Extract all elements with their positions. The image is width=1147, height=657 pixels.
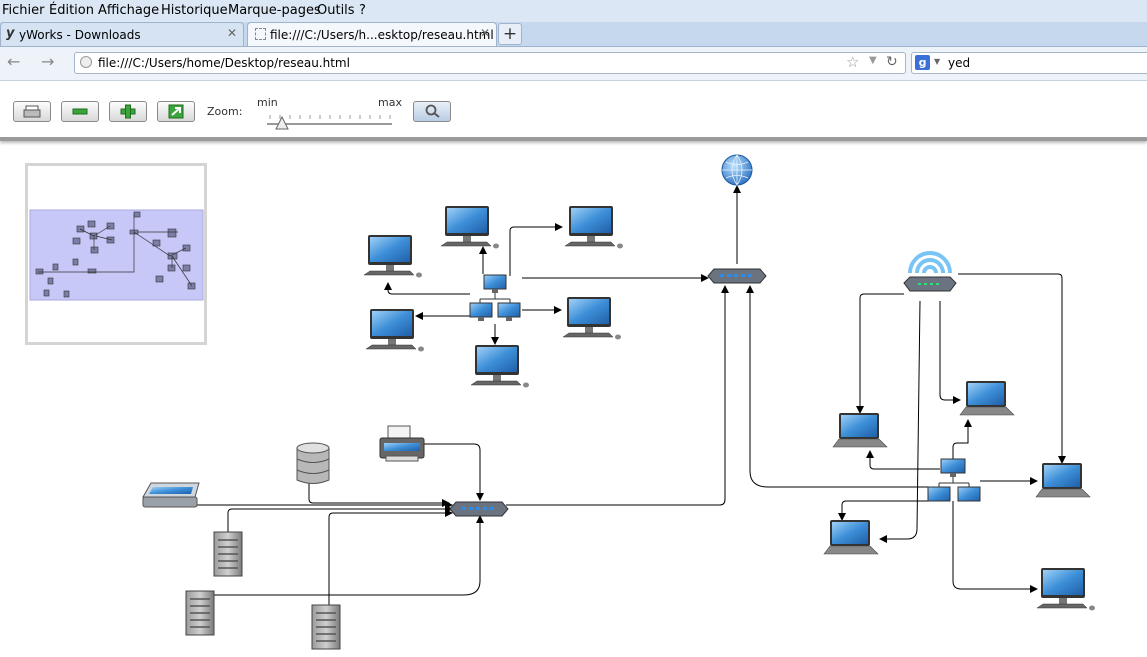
tab-label: yWorks - Downloads [19, 28, 141, 42]
edge-wifi-laptop4 [879, 300, 921, 543]
zoom-ticks [269, 115, 391, 119]
internet-globe-icon[interactable] [721, 154, 753, 186]
zoom-slider[interactable] [262, 111, 397, 133]
edge-srv3-switch [328, 509, 453, 607]
print-button[interactable] [13, 101, 51, 122]
zoom-label: Zoom: [207, 105, 243, 118]
engine-dropdown-icon[interactable]: ▼ [934, 57, 941, 66]
new-tab-button[interactable]: + [498, 23, 522, 45]
laptop-4[interactable] [823, 520, 879, 555]
tab-bar: y yWorks - Downloads ✕ file:///C:/Users/… [0, 22, 1147, 47]
desktop-pc4[interactable] [365, 309, 424, 352]
server-group [185, 531, 341, 650]
server-3[interactable] [311, 604, 341, 650]
main-switch-icon[interactable] [707, 268, 767, 284]
edge-wlan-router [746, 285, 930, 488]
zoom-out-icon [72, 108, 88, 115]
zoom-min-label: min [257, 96, 278, 109]
page-icon [255, 28, 266, 40]
desktop-pc5[interactable] [562, 297, 621, 340]
menu-edition[interactable]: Édition [49, 3, 94, 18]
edge-printer-switch [406, 443, 484, 501]
diagram-edges [197, 185, 1066, 607]
database-icon[interactable] [296, 442, 330, 484]
dropdown-icon[interactable]: ▼ [869, 55, 877, 66]
edge-wlan-laptop4 [838, 500, 930, 521]
wlan-hub-icon[interactable] [927, 458, 981, 502]
desktop-pc6[interactable] [470, 345, 529, 388]
zoom-in-icon [120, 104, 136, 119]
search-button[interactable] [413, 101, 451, 122]
menu-marque-pages[interactable]: Marque-pages [228, 3, 321, 18]
bookmark-star-icon[interactable]: ☆ [846, 53, 860, 71]
menu-historique[interactable]: Historique [161, 3, 228, 18]
close-icon[interactable]: ✕ [226, 26, 237, 40]
forward-icon[interactable]: → [41, 52, 55, 71]
desktop-group [363, 206, 1095, 611]
tab-label: file:///C:/Users/h...esktop/reseau.html [270, 28, 494, 42]
laptop-3[interactable] [1035, 463, 1091, 498]
zoom-in-button[interactable] [109, 101, 147, 122]
overview-panel[interactable] [25, 163, 207, 345]
edge-wifi-laptop2 [939, 301, 961, 404]
google-icon[interactable]: g [915, 55, 930, 70]
zoom-out-button[interactable] [61, 101, 99, 122]
desktop-pc2[interactable] [564, 206, 623, 249]
edge-wlan-pc7 [952, 501, 1038, 593]
menu-fichier[interactable]: Fichier [2, 3, 45, 18]
desktop-pc3[interactable] [363, 235, 422, 278]
diagram-toolbar: Zoom: min max [0, 81, 1147, 141]
globe-icon [80, 56, 92, 68]
edge-lan-pc3 [384, 282, 470, 295]
edge-wlan-laptop1 [866, 450, 940, 470]
tab-reseau[interactable]: file:///C:/Users/h...esktop/reseau.html … [247, 22, 497, 46]
laptop-2[interactable] [959, 381, 1015, 416]
edge-wlan-laptop2 [952, 419, 972, 461]
laptop-1[interactable] [832, 413, 888, 448]
menu-bar: Fichier Édition Affichage Historique Mar… [0, 0, 1147, 22]
overview-minimap [29, 209, 204, 301]
navigation-bar: ← → file:///C:/Users/home/Desktop/reseau… [0, 47, 1147, 81]
edge-db-switch [308, 481, 450, 507]
desktop-pc1[interactable] [440, 206, 499, 249]
tab-yworks[interactable]: y yWorks - Downloads ✕ [0, 22, 244, 46]
scanner-icon[interactable] [142, 482, 200, 508]
fit-content-icon [168, 104, 184, 119]
search-bar[interactable]: g ▼ yed [911, 52, 1147, 74]
close-icon[interactable]: ✕ [479, 26, 490, 40]
url-text[interactable]: file:///C:/Users/home/Desktop/reseau.htm… [98, 56, 350, 70]
zoom-max-label: max [378, 96, 402, 109]
edge-wifi-laptop3 [958, 273, 1066, 464]
wireless-router-icon[interactable] [903, 251, 957, 292]
url-bar[interactable]: file:///C:/Users/home/Desktop/reseau.htm… [74, 52, 906, 74]
zoom-slider-thumb[interactable] [275, 115, 289, 130]
yworks-icon: y [6, 26, 15, 41]
edge-wifi-laptop1 [856, 293, 904, 414]
edge-srv1-switch [227, 505, 453, 532]
server-1[interactable] [213, 531, 243, 577]
overview-edges [38, 214, 193, 287]
menu-affichage[interactable]: Affichage [98, 3, 160, 18]
server-2[interactable] [185, 590, 215, 636]
edge-srv2-switch [214, 515, 484, 596]
reload-icon[interactable]: ↻ [886, 54, 898, 70]
search-value[interactable]: yed [948, 56, 971, 70]
menu-outils[interactable]: Outils [317, 3, 355, 18]
network-diagram [142, 154, 1095, 650]
menu-help[interactable]: ? [359, 3, 366, 18]
edge-switch-router [506, 285, 729, 506]
fit-content-button[interactable] [157, 101, 195, 122]
desktop-pc7[interactable] [1036, 568, 1095, 611]
printer-icon[interactable] [379, 425, 425, 462]
edge-lan-pc2 [509, 223, 563, 276]
search-icon [425, 104, 440, 118]
print-icon [23, 105, 41, 118]
laptop-group [823, 381, 1091, 555]
lan-hub-icon[interactable] [469, 274, 521, 321]
back-icon[interactable]: ← [7, 52, 21, 71]
server-switch-icon[interactable] [449, 501, 509, 517]
